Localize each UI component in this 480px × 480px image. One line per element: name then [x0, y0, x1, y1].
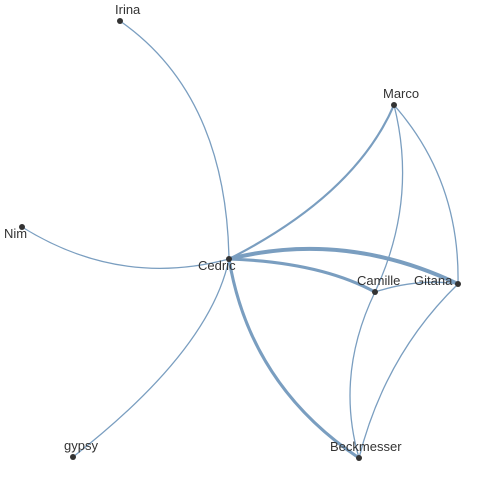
node-nim[interactable]: Nim: [4, 224, 27, 241]
node-dot[interactable]: [356, 455, 362, 461]
edge-cedric-gitana: [227, 246, 460, 286]
edge-camille-beckmesser: [349, 291, 376, 459]
node-label: Cedric: [198, 258, 236, 273]
node-gypsy[interactable]: gypsy: [64, 438, 98, 460]
node-dot[interactable]: [455, 281, 461, 287]
node-beckmesser[interactable]: Beckmesser: [330, 439, 402, 461]
node-gitana[interactable]: Gitana: [414, 273, 461, 288]
node-irina[interactable]: Irina: [115, 2, 141, 24]
node-dot[interactable]: [117, 18, 123, 24]
node-label: Gitana: [414, 273, 453, 288]
node-label: Irina: [115, 2, 141, 17]
edge-cedric-marco: [227, 103, 396, 261]
edges-layer: [21, 20, 460, 460]
node-label: gypsy: [64, 438, 98, 453]
node-dot[interactable]: [226, 256, 232, 262]
node-marco[interactable]: Marco: [383, 86, 419, 108]
node-camille[interactable]: Camille: [357, 273, 400, 295]
node-label: Beckmesser: [330, 439, 402, 454]
node-cedric[interactable]: Cedric: [198, 256, 236, 273]
edge-marco-gitana: [393, 104, 459, 285]
edge-cedric-gypsy: [72, 258, 230, 458]
node-dot[interactable]: [70, 454, 76, 460]
edge-cedric-irina: [119, 20, 230, 260]
edge-cedric-camille: [227, 257, 377, 294]
edge-marco-camille: [374, 104, 404, 293]
node-label: Marco: [383, 86, 419, 101]
edge-cedric-nim: [21, 226, 230, 269]
node-label: Nim: [4, 226, 27, 241]
node-label: Camille: [357, 273, 400, 288]
node-dot[interactable]: [372, 289, 378, 295]
node-dot[interactable]: [19, 224, 25, 230]
node-dot[interactable]: [391, 102, 397, 108]
edge-cedric-beckmesser: [227, 257, 361, 460]
edge-camille-gitana: [374, 281, 459, 293]
edge-gitana-beckmesser: [358, 283, 459, 459]
